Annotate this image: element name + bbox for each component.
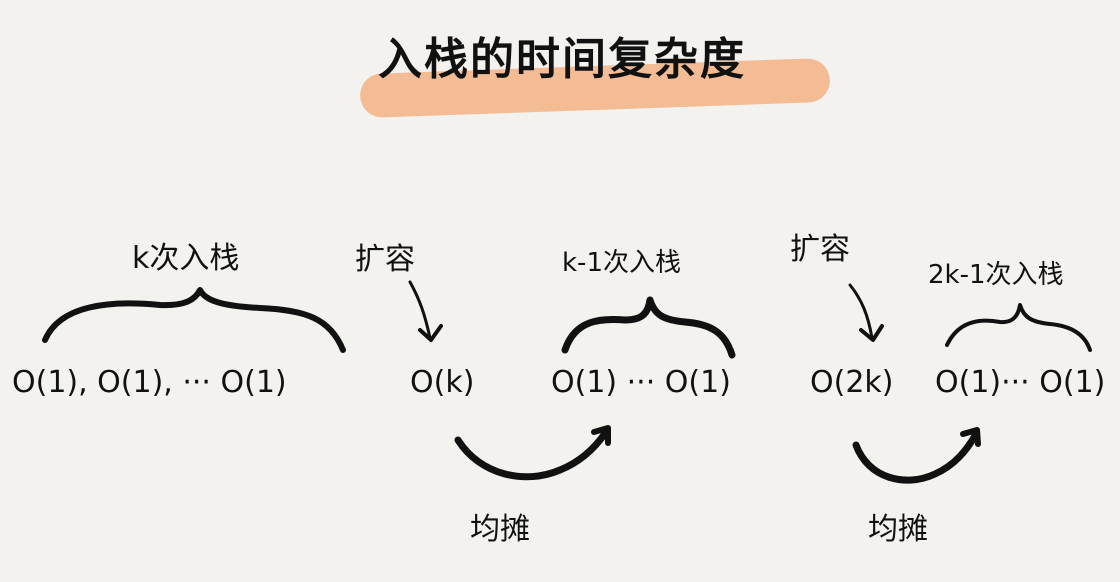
label-k-pushes: k次入栈 <box>132 241 240 276</box>
brace-k-minus-1-pushes <box>561 296 736 359</box>
arrow-expand-2-head <box>859 324 884 342</box>
arrow-expand-1-head <box>418 324 443 342</box>
expr-k-pushes: O(1), O(1), ··· O(1) <box>12 365 287 400</box>
expr-2k-minus-1-pushes: O(1)··· O(1) <box>935 365 1106 400</box>
brace-k-pushes <box>42 287 346 353</box>
amortize-arrow-1 <box>454 428 610 481</box>
amortize-arrow-1-head <box>591 425 611 446</box>
label-amortize-1: 均摊 <box>470 512 530 547</box>
label-2k-minus-1-pushes: 2k-1次入栈 <box>928 260 1064 290</box>
expr-expand-1: O(k) <box>410 365 475 400</box>
brace-2k-minus-1-pushes <box>945 303 1092 352</box>
arrow-expand-2 <box>848 283 874 340</box>
amortize-arrow-2-head <box>960 427 981 447</box>
expr-k-minus-1-pushes: O(1) ··· O(1) <box>551 365 731 400</box>
label-k-minus-1-pushes: k-1次入栈 <box>562 248 681 278</box>
expr-expand-2: O(2k) <box>810 365 894 400</box>
label-amortize-2: 均摊 <box>868 512 928 547</box>
label-expand-2: 扩容 <box>790 232 850 267</box>
amortize-arrow-2 <box>852 430 980 484</box>
label-expand-1: 扩容 <box>355 242 415 277</box>
arrow-expand-1 <box>408 280 432 340</box>
page-title: 入栈的时间复杂度 <box>378 34 746 85</box>
